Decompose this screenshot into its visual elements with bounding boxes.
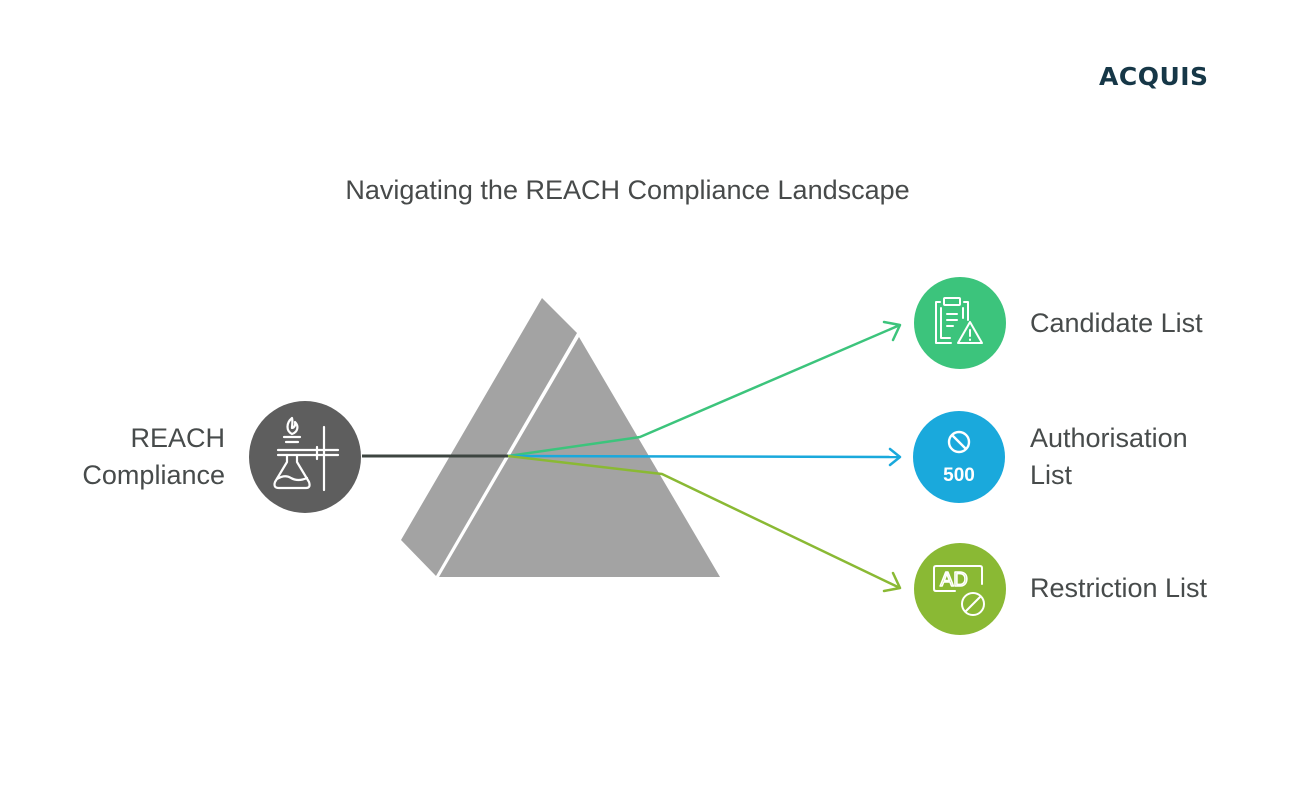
source-label-line1: REACH <box>130 423 225 453</box>
restriction-list-label: Restriction List <box>1030 573 1208 603</box>
diagram-title: Navigating the REACH Compliance Landscap… <box>345 175 910 205</box>
prism-back-face <box>401 298 577 576</box>
restriction-list-node: AD <box>914 543 1006 635</box>
source-label: REACH Compliance <box>82 420 225 494</box>
authorisation-list-label: Authorisation List <box>1030 420 1188 494</box>
prohibited-500-icon: 500 <box>943 430 975 486</box>
lab-burner-flask-icon <box>273 416 340 492</box>
acquis-logo: ACQUIS <box>1099 62 1209 91</box>
arrowhead-restriction <box>882 571 902 593</box>
icon-500-text: 500 <box>943 465 975 486</box>
ad-blocked-icon: AD <box>933 565 985 616</box>
candidate-list-node <box>914 277 1006 369</box>
authorisation-label-line2: List <box>1030 460 1073 490</box>
beam-authorisation <box>507 454 900 459</box>
authorisation-list-node: 500 <box>913 411 1005 503</box>
candidate-list-label: Candidate List <box>1030 308 1203 338</box>
arrowhead-authorisation <box>888 447 902 467</box>
beam-restriction <box>507 454 901 590</box>
arrowhead-candidate <box>882 320 902 342</box>
clipboard-warning-icon <box>935 297 983 344</box>
icon-ad-text: AD <box>940 569 968 591</box>
authorisation-label-line1: Authorisation <box>1030 423 1188 453</box>
source-node <box>249 401 361 513</box>
source-label-line2: Compliance <box>82 460 225 490</box>
beam-candidate <box>507 323 901 458</box>
